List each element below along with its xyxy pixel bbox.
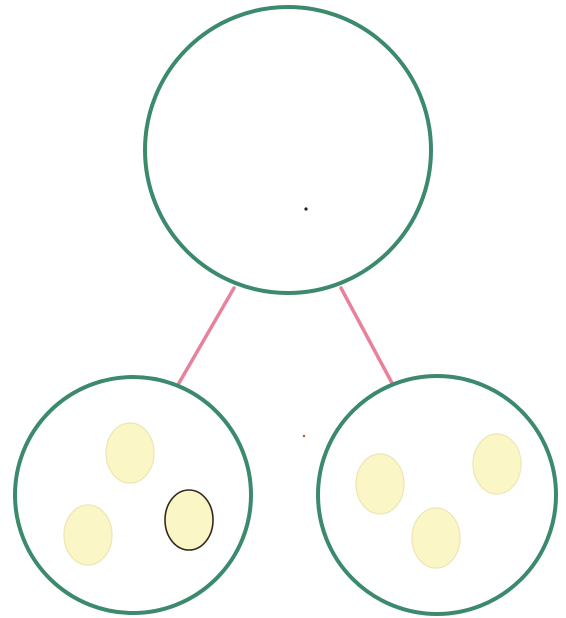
- part-circle-left: [15, 377, 251, 613]
- part-circle-right: [318, 376, 556, 614]
- egg-right-2: [473, 434, 521, 494]
- center-speck-dot: [303, 435, 305, 437]
- egg-right-1: [356, 454, 404, 514]
- connector-right: [341, 288, 392, 383]
- egg-left-1: [106, 423, 154, 483]
- egg-right-3: [412, 508, 460, 568]
- whole-speck-dot: [304, 207, 307, 210]
- egg-left-2: [64, 505, 112, 565]
- whole-circle: [145, 7, 431, 293]
- connector-left: [179, 288, 234, 383]
- egg-left-3-outlined: [165, 490, 213, 550]
